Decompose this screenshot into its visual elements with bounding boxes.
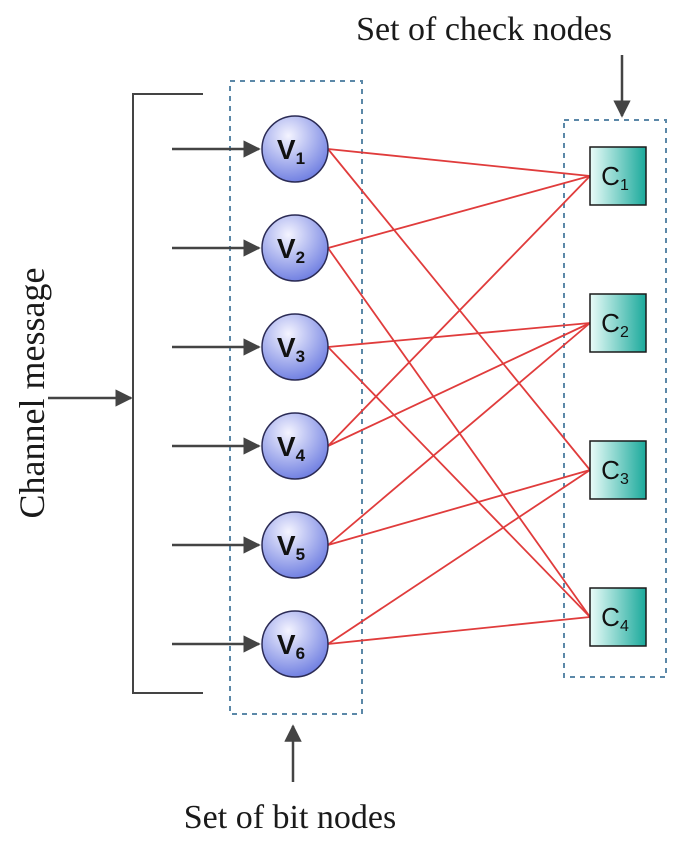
check-node-label: C2 xyxy=(601,308,629,341)
check-nodes-label: Set of check nodes xyxy=(356,11,612,48)
check-node-c3: C3 xyxy=(589,440,647,500)
bit-node-letter: V xyxy=(277,431,296,462)
edge-v1-c3 xyxy=(327,148,591,471)
edge-v1-c1 xyxy=(327,148,591,177)
check-node-c4: C4 xyxy=(589,587,647,647)
check-node-box xyxy=(589,293,647,353)
edge-v3-c2 xyxy=(327,322,591,348)
check-node-label: C3 xyxy=(601,455,629,488)
edge-v6-c4 xyxy=(327,616,591,645)
check-node-c2: C2 xyxy=(589,293,647,353)
edge-v2-c1 xyxy=(327,175,591,249)
check-node-subscript: 3 xyxy=(620,471,629,488)
bit-node-letter: V xyxy=(277,134,296,165)
channel-bracket xyxy=(132,93,203,694)
bit-node-v5: V5 xyxy=(261,511,329,579)
edge-v5-c2 xyxy=(327,322,591,546)
bit-node-label: V2 xyxy=(277,233,305,267)
bit-nodes-group-border xyxy=(229,80,363,715)
bit-node-circle xyxy=(261,214,329,282)
bit-node-v6: V6 xyxy=(261,610,329,678)
bit-node-subscript: 3 xyxy=(296,347,305,366)
check-node-subscript: 2 xyxy=(620,324,629,341)
bit-node-subscript: 1 xyxy=(296,149,305,168)
bit-node-letter: V xyxy=(277,233,296,264)
check-node-label: C4 xyxy=(601,602,629,635)
channel-message-label: Channel message xyxy=(12,268,52,519)
bit-node-subscript: 2 xyxy=(296,248,305,267)
bit-node-label: V5 xyxy=(277,530,305,564)
bit-node-circle xyxy=(261,115,329,183)
bit-node-subscript: 5 xyxy=(296,545,305,564)
bit-node-letter: V xyxy=(277,629,296,660)
check-node-c1: C1 xyxy=(589,146,647,206)
bit-node-letter: V xyxy=(277,332,296,363)
bit-node-v3: V3 xyxy=(261,313,329,381)
edge-v4-c2 xyxy=(327,322,591,447)
bit-node-v4: V4 xyxy=(261,412,329,480)
bit-node-circle xyxy=(261,313,329,381)
bit-node-v2: V2 xyxy=(261,214,329,282)
check-node-box xyxy=(589,440,647,500)
check-node-letter: C xyxy=(601,308,620,338)
check-node-box xyxy=(589,587,647,647)
bit-nodes-label: Set of bit nodes xyxy=(184,799,396,836)
check-node-letter: C xyxy=(601,455,620,485)
check-node-subscript: 4 xyxy=(620,618,629,635)
bit-node-subscript: 4 xyxy=(296,446,306,465)
check-node-label: C1 xyxy=(601,161,629,194)
bit-node-label: V1 xyxy=(277,134,305,168)
bit-node-label: V4 xyxy=(277,431,306,465)
bit-node-circle xyxy=(261,610,329,678)
bit-node-label: V6 xyxy=(277,629,305,663)
check-nodes-group-border xyxy=(563,119,667,678)
bit-node-circle xyxy=(261,412,329,480)
check-node-letter: C xyxy=(601,161,620,191)
edge-v2-c4 xyxy=(327,247,591,618)
check-node-subscript: 1 xyxy=(620,177,629,194)
tanner-edges xyxy=(327,148,591,645)
bit-node-v1: V1 xyxy=(261,115,329,183)
check-node-box xyxy=(589,146,647,206)
bit-node-letter: V xyxy=(277,530,296,561)
edge-v4-c1 xyxy=(327,175,591,447)
check-node-letter: C xyxy=(601,602,620,632)
edge-v3-c4 xyxy=(327,346,591,618)
bit-node-circle xyxy=(261,511,329,579)
edge-v6-c3 xyxy=(327,469,591,645)
bit-node-label: V3 xyxy=(277,332,305,366)
edge-v5-c3 xyxy=(327,469,591,546)
bit-node-subscript: 6 xyxy=(296,644,305,663)
channel-input-arrows xyxy=(172,140,261,653)
